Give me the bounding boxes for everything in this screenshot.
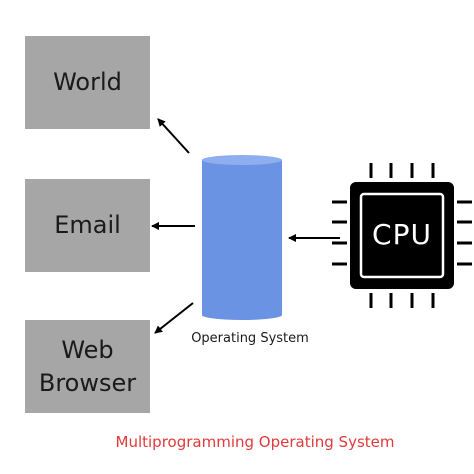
web-browser-label-line1: Web <box>61 336 114 365</box>
arrow-to-world <box>157 118 190 154</box>
email-label: Email <box>54 211 121 240</box>
diagram-caption: Multiprogramming Operating System <box>115 433 395 451</box>
web-browser-label-line2: Browser <box>38 368 137 397</box>
operating-system-cylinder <box>202 155 282 320</box>
email-box: Email <box>25 179 150 272</box>
arrow-to-web-browser <box>154 302 194 334</box>
cpu-label: CPU <box>372 218 432 251</box>
web-browser-box: Web Browser <box>25 320 150 413</box>
world-label: World <box>53 68 122 97</box>
world-box: World <box>25 36 150 129</box>
operating-system-label: Operating System <box>191 331 309 346</box>
cpu-chip-icon <box>332 163 472 308</box>
